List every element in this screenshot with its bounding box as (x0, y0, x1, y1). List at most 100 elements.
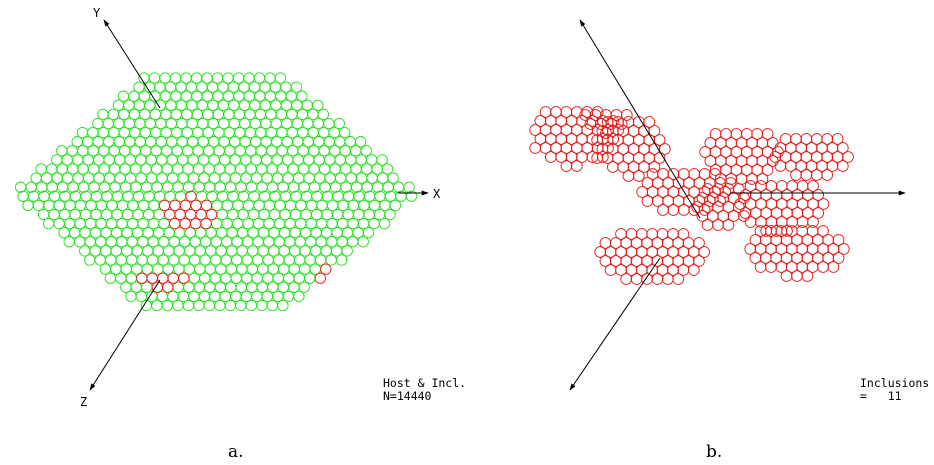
host-particle (313, 154, 325, 166)
inclusion-particle (643, 116, 656, 128)
host-particle (43, 199, 55, 212)
host-particle (161, 299, 174, 312)
inclusion-particle (801, 270, 814, 282)
inclusion-particle (701, 219, 714, 231)
host-particle (63, 236, 75, 248)
inclusion-particle (812, 189, 825, 201)
host-particle (269, 81, 282, 93)
inclusion-particle (790, 169, 802, 181)
host-particle (360, 145, 372, 157)
host-particle (74, 199, 87, 212)
host-particle (107, 108, 120, 121)
host-particle (220, 254, 232, 266)
inclusion-particle (167, 272, 179, 284)
inclusion-particle (810, 169, 823, 181)
host-particle (219, 154, 231, 166)
host-particle (42, 217, 55, 230)
host-particle (115, 254, 127, 266)
host-particle (61, 154, 73, 166)
host-particle (185, 81, 198, 93)
host-particle (384, 208, 396, 221)
host-particle (182, 299, 195, 312)
host-particle (255, 126, 267, 139)
host-particle (286, 126, 298, 139)
host-particle (336, 254, 348, 266)
host-particle (118, 108, 130, 121)
host-particle (58, 227, 70, 239)
inclusion-particle (738, 210, 750, 222)
inclusion-particle (185, 190, 197, 202)
host-particle (163, 227, 175, 239)
host-particle (271, 154, 283, 166)
host-particle (93, 154, 105, 166)
host-particle (266, 299, 279, 312)
host-particle (368, 199, 381, 212)
host-particle (84, 254, 96, 266)
host-particle (131, 227, 144, 239)
host-particle (292, 154, 304, 166)
host-particle (283, 254, 295, 266)
inclusion-particle (620, 273, 633, 285)
host-particle (22, 199, 34, 212)
caption-a: a. (228, 442, 244, 462)
host-particle (213, 126, 225, 139)
host-particle (358, 199, 370, 212)
inclusion-particle (817, 198, 830, 210)
host-particle (202, 108, 214, 121)
inclusion-particle (765, 261, 777, 273)
host-particle (282, 154, 294, 166)
host-particle (116, 199, 129, 212)
inclusion-particle (314, 272, 326, 284)
host-particle (229, 154, 241, 166)
host-particle (325, 254, 337, 266)
host-particle (53, 199, 66, 212)
inclusion-particle (744, 216, 757, 228)
host-particle (405, 190, 418, 202)
inclusion-particle (607, 133, 620, 145)
inclusion-particle (724, 177, 737, 189)
host-particle (320, 227, 333, 239)
host-particle (274, 72, 287, 84)
host-particle (274, 199, 286, 212)
inclusion-particle (781, 225, 793, 237)
host-particle (193, 299, 205, 312)
host-particle (97, 108, 109, 121)
host-particle (199, 254, 211, 266)
legend-b-line2: = 11 (860, 389, 902, 403)
inclusion-particle (544, 151, 557, 163)
host-particle (357, 236, 369, 248)
inclusion-particle (667, 204, 680, 216)
host-particle (178, 254, 190, 266)
host-particle (121, 227, 133, 239)
inclusion-particle (754, 261, 767, 273)
host-particle (204, 281, 216, 293)
inclusion-particle (774, 160, 787, 172)
inclusion-particle (735, 173, 748, 185)
host-particle (331, 227, 343, 239)
host-particle (376, 154, 388, 166)
inclusion-particle (827, 261, 840, 273)
inclusion-particle (648, 161, 661, 173)
inclusion-particle (732, 183, 745, 195)
host-particle (189, 254, 201, 266)
host-particle (210, 254, 222, 266)
inclusion-particle (732, 201, 745, 213)
host-particle (150, 126, 162, 139)
inclusion-particle (560, 160, 573, 172)
inclusion-particle (630, 273, 643, 285)
host-particle (295, 199, 307, 212)
y-axis-line (103, 19, 161, 109)
inclusion-particle (648, 125, 661, 137)
host-particle (211, 199, 223, 212)
host-particle (366, 154, 378, 166)
inclusion-particle (746, 173, 758, 185)
host-particle (171, 126, 183, 139)
host-particle (282, 290, 295, 303)
host-particle (334, 154, 346, 166)
inclusion-particle (591, 106, 604, 118)
inclusion-particle (641, 195, 654, 207)
host-particle (126, 254, 138, 266)
inclusion-particle (836, 142, 849, 154)
host-particle (108, 126, 120, 139)
host-particle (236, 227, 249, 239)
